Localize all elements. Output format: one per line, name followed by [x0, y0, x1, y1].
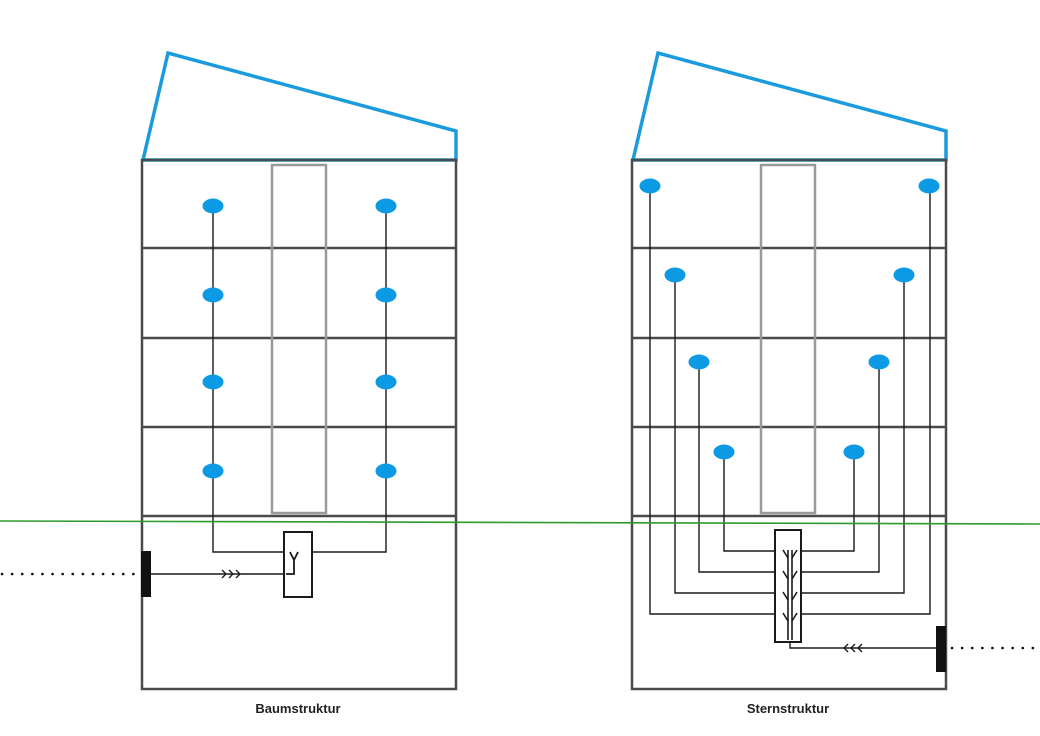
cables-left	[150, 206, 387, 575]
ground-line	[0, 520, 1040, 525]
outlet-dot-icon	[918, 178, 940, 194]
outlet-dot-icon	[688, 354, 710, 370]
floor-lines-right	[632, 246, 946, 518]
outlet-dot-icon	[375, 198, 397, 214]
outlet-dot-icon	[375, 463, 397, 479]
label-baumstruktur: Baumstruktur	[255, 701, 341, 716]
distributor-icon	[774, 529, 802, 643]
stairwell-left	[270, 163, 328, 515]
outlets-right	[639, 178, 940, 460]
outlet-dot-icon	[843, 444, 865, 460]
label-sternstruktur: Sternstruktur	[746, 701, 830, 716]
stairwell-right	[759, 163, 817, 515]
outlet-dot-icon	[375, 287, 397, 303]
building-star-structure	[630, 50, 948, 691]
roof-left	[140, 50, 458, 162]
floor-lines-left	[142, 246, 456, 518]
outlet-dot-icon	[202, 198, 224, 214]
roof-right	[630, 50, 948, 162]
building-outline-right	[630, 158, 948, 691]
outlet-dot-icon	[375, 374, 397, 390]
outlets-left	[202, 198, 397, 479]
outlet-dot-icon	[664, 267, 686, 283]
outlet-dot-icon	[639, 178, 661, 194]
outlet-dot-icon	[868, 354, 890, 370]
outlet-dot-icon	[713, 444, 735, 460]
outlet-dot-icon	[893, 267, 915, 283]
building-tree-structure	[140, 50, 458, 691]
flow-arrow-icon	[221, 569, 241, 579]
entry-box-icon	[141, 551, 151, 597]
outlet-dot-icon	[202, 287, 224, 303]
distributor-icon	[283, 531, 313, 598]
flow-arrow-icon	[843, 643, 863, 653]
outlet-dot-icon	[202, 463, 224, 479]
building-outline-left	[140, 158, 458, 691]
entry-box-icon	[936, 626, 946, 672]
outlet-dot-icon	[202, 374, 224, 390]
